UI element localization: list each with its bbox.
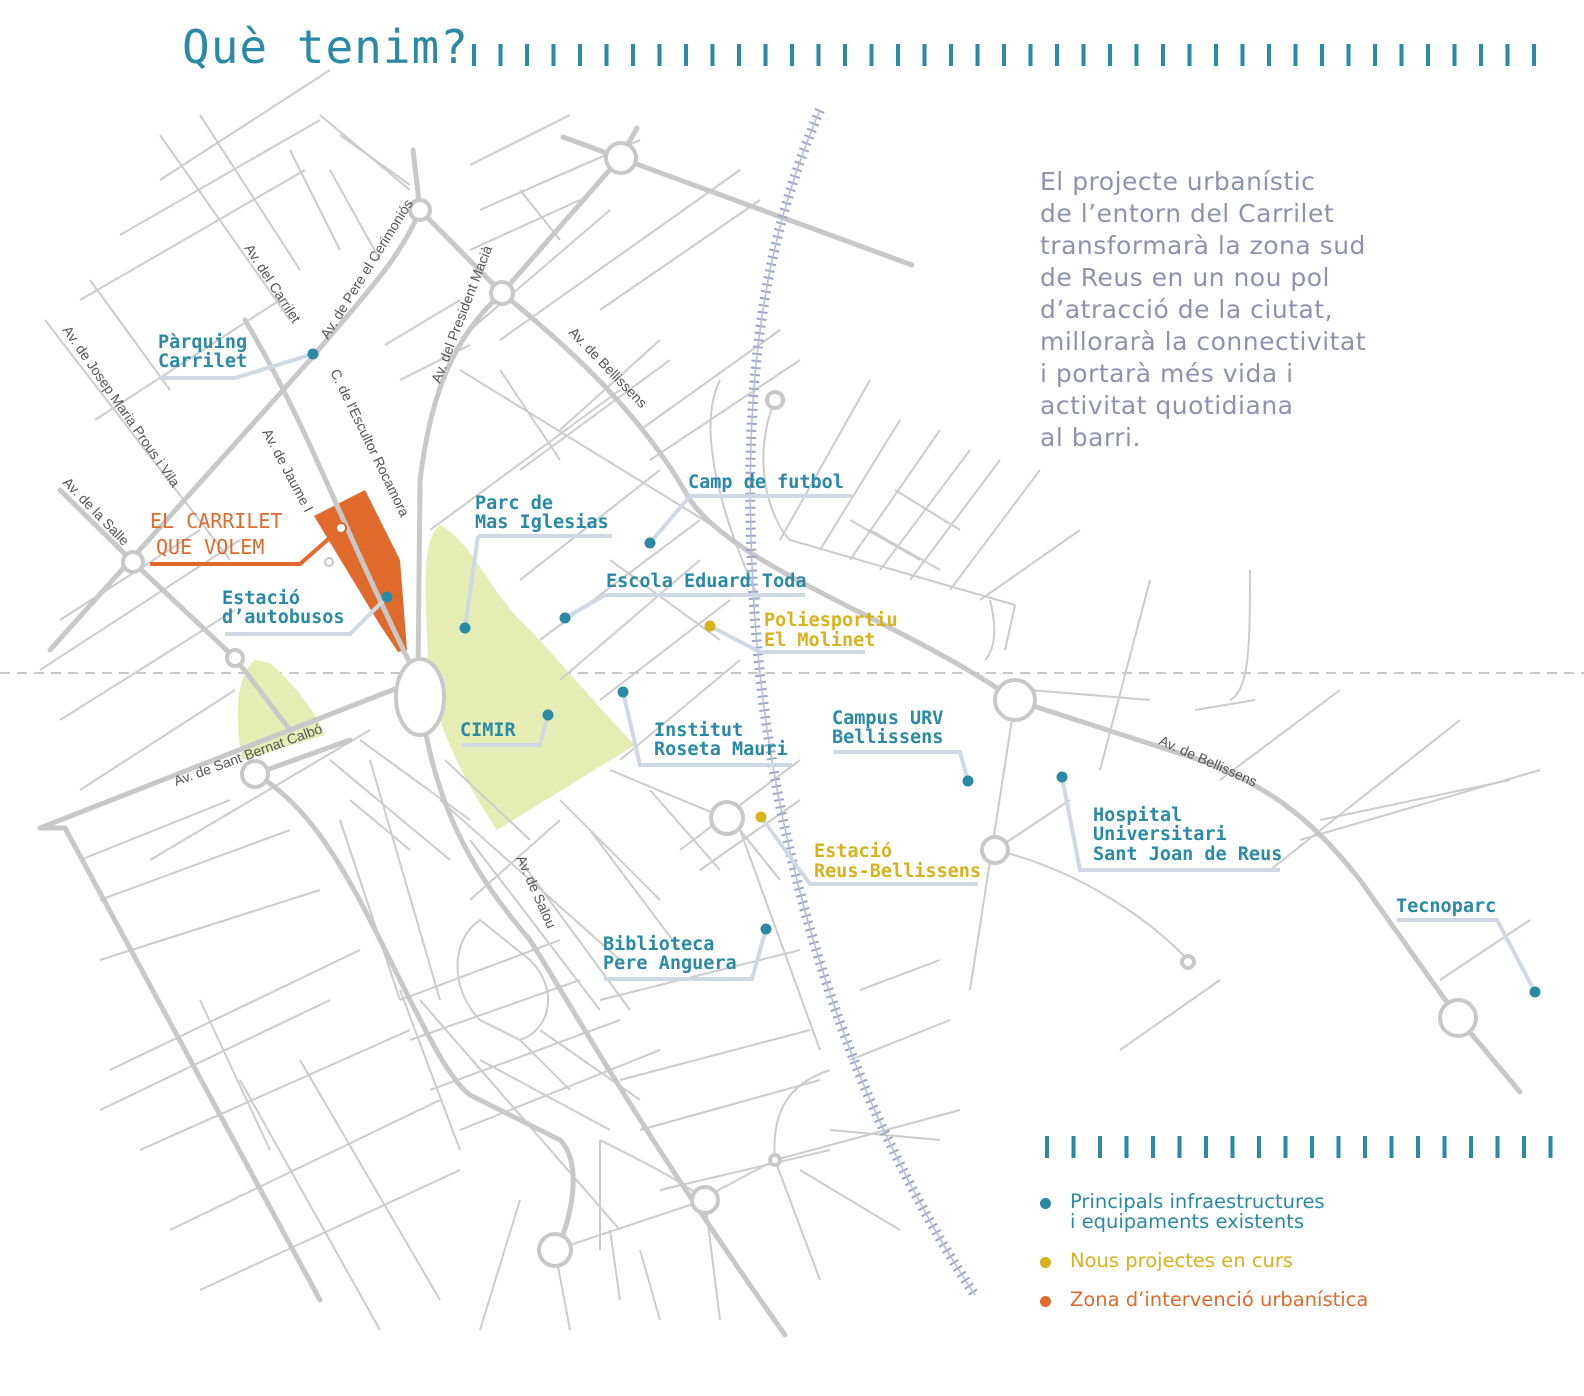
street-label: Av. del Carrilet [241, 241, 304, 326]
legend-tick-rule [1045, 1136, 1553, 1158]
title-tick-rule [472, 44, 1536, 66]
legend-item-existing: Principals infraestructures i equipament… [1040, 1192, 1560, 1232]
intro-line: de Reus en un nou pol [1040, 263, 1330, 292]
map-legend: Principals infraestructures i equipament… [1040, 1192, 1560, 1329]
roundabouts [121, 141, 1478, 1268]
intro-line: transformarà la zona sud [1040, 231, 1366, 260]
label-parc: Parc de Mas Iglesias [475, 493, 609, 533]
label-poliesportiu: Poliesportiu El Molinet [764, 610, 909, 651]
marker-cimir [542, 709, 554, 721]
marker-escola [559, 612, 571, 624]
railway-track [745, 108, 980, 1298]
legend-label: i equipaments existents [1070, 1210, 1305, 1233]
marker-parc [459, 622, 471, 634]
intro-line: al barri. [1040, 423, 1141, 452]
street-label: Av. de la Salle [60, 474, 133, 549]
label-biblioteca: Biblioteca Pere Anguera [603, 934, 737, 974]
legend-dot [1040, 1198, 1051, 1209]
intro-text: El projecte urbanístic de l’entorn del C… [1040, 166, 1560, 454]
page-title: Què tenim? [182, 20, 469, 74]
intro-line: d’atracció de la ciutat, [1040, 295, 1334, 324]
small-junction [324, 557, 334, 567]
label-campus: Campus URV Bellissens [832, 708, 955, 748]
legend-item-intervention: Zona d’intervenció urbanística [1040, 1290, 1560, 1310]
project-markers [704, 620, 767, 823]
legend-label: Principals infraestructures [1070, 1190, 1325, 1213]
label-tecnoparc: Tecnoparc [1396, 896, 1496, 917]
existing-markers [307, 348, 1541, 998]
label-parquing: Pàrquing Carrilet [158, 332, 258, 372]
marker-estacio-rb [755, 811, 767, 823]
label-hospital: Hospital Universitari Sant Joan de Reus [1093, 805, 1282, 865]
marker-tecnoparc [1529, 986, 1541, 998]
callout-lines [160, 352, 1537, 993]
railway-line [749, 109, 976, 1296]
marker-hospital [1056, 771, 1068, 783]
legend-dot [1040, 1257, 1051, 1268]
marker-biblioteca [760, 923, 772, 935]
park-small [237, 660, 325, 760]
marker-institut [617, 686, 629, 698]
label-autobusos: Estació d’autobusos [222, 588, 345, 628]
carrilet-callout-line [150, 526, 343, 566]
place-labels: Pàrquing Carrilet EL CARRILET QUE VOLEM … [150, 332, 1496, 974]
label-institut: Institut Roseta Mauri [654, 720, 788, 760]
label-carrilet: EL CARRILET QUE VOLEM [150, 509, 295, 559]
park-mas-iglesias [425, 525, 635, 830]
label-estacio-rb: Estació Reus-Bellissens [814, 841, 981, 882]
label-camp: Camp de futbol [688, 472, 844, 493]
marker-poliesportiu [704, 620, 716, 632]
legend-item-projects: Nous projectes en curs [1040, 1251, 1560, 1271]
street-label: Av. de Pere el Cerimoniós [317, 196, 416, 341]
label-escola: Escola Eduard Toda [606, 571, 806, 592]
street-label: C. de l'Escultor Rocamora [327, 366, 413, 519]
marker-parquing [307, 348, 319, 360]
marker-autobusos [381, 591, 393, 603]
carrilet-marker [335, 522, 347, 534]
legend-label: Nous projectes en curs [1070, 1249, 1294, 1272]
marker-campus [962, 775, 974, 787]
legend-dot [1040, 1296, 1051, 1307]
intro-line: millorarà la connectivitat [1040, 327, 1367, 356]
intro-line: activitat quotidiana [1040, 391, 1294, 420]
minor-streets [39, 69, 1541, 1331]
legend-label: Zona d’intervenció urbanística [1070, 1288, 1369, 1311]
marker-camp [644, 537, 656, 549]
intro-line: de l’entorn del Carrilet [1040, 199, 1335, 228]
label-cimir: CIMIR [460, 720, 517, 741]
intro-line: i portarà més vida i [1040, 359, 1294, 388]
street-label: Av. de Salou [513, 853, 559, 931]
intro-line: El projecte urbanístic [1040, 167, 1316, 196]
